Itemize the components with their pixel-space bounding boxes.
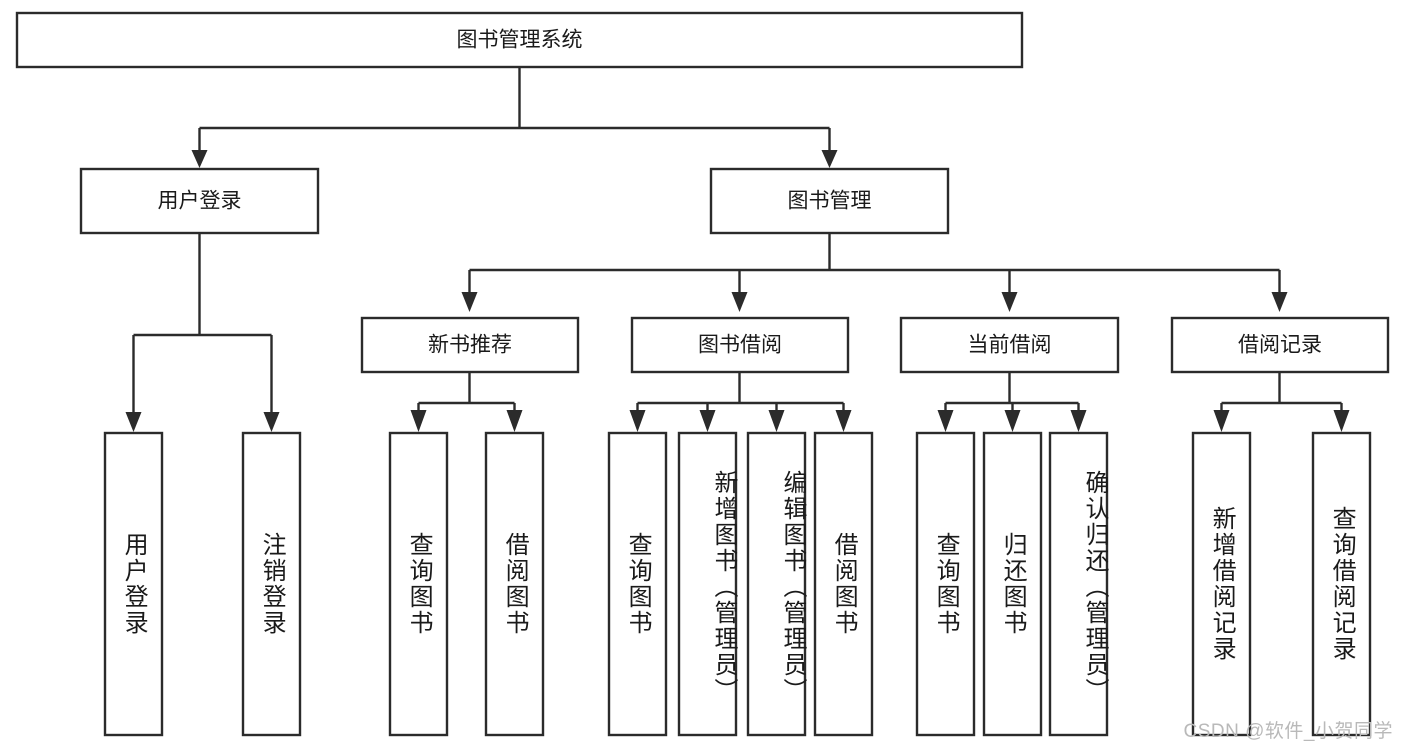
node-root[interactable]: 图书管理系统 bbox=[15, 11, 1024, 69]
arrow-head-current-borrow bbox=[1001, 292, 1018, 312]
node-user-login[interactable]: 用户登录 bbox=[79, 167, 320, 235]
node-leaf-query-book-1-box[interactable] bbox=[388, 431, 449, 737]
node-borrow-record-label: 借阅记录 bbox=[1238, 334, 1322, 357]
arrow-head-leaf-query-book-3 bbox=[937, 410, 954, 432]
node-current-borrow-label: 当前借阅 bbox=[968, 334, 1052, 357]
node-leaf-borrow-book-2-box[interactable] bbox=[813, 431, 874, 737]
node-borrow-record-box[interactable] bbox=[1170, 316, 1390, 374]
arrow-head-book-borrow bbox=[731, 292, 748, 312]
csdn-watermark: CSDN @软件_小贺同学 bbox=[1183, 721, 1393, 742]
arrow-head-leaf-edit-book bbox=[768, 410, 785, 432]
arrow-head-new-book-recommend bbox=[461, 292, 478, 312]
arrow-head-leaf-logout-login bbox=[263, 412, 280, 432]
node-user-login-label: 用户登录 bbox=[158, 190, 242, 213]
node-leaf-logout-login-box[interactable] bbox=[241, 431, 302, 737]
node-leaf-edit-book-box[interactable] bbox=[746, 431, 807, 737]
node-leaf-add-book-box[interactable] bbox=[677, 431, 738, 737]
node-leaf-return-book-box[interactable] bbox=[982, 431, 1043, 737]
arrow-head-leaf-query-record bbox=[1333, 410, 1350, 432]
arrow-head-leaf-user-login bbox=[125, 412, 142, 432]
connector-layer bbox=[125, 67, 1350, 432]
node-root-label: 图书管理系统 bbox=[457, 29, 583, 52]
arrow-head-leaf-query-book-2 bbox=[629, 410, 646, 432]
leaf-box-layer bbox=[103, 431, 1372, 737]
arrow-head-leaf-query-book-1 bbox=[410, 410, 427, 432]
node-new-book-recommend-box[interactable] bbox=[360, 316, 580, 374]
node-root-box[interactable] bbox=[15, 11, 1024, 69]
arrow-head-leaf-borrow-book-1 bbox=[506, 410, 523, 432]
node-new-book-recommend[interactable]: 新书推荐 bbox=[360, 316, 580, 374]
node-current-borrow-box[interactable] bbox=[899, 316, 1120, 374]
node-leaf-query-record-box[interactable] bbox=[1311, 431, 1372, 737]
node-leaf-borrow-book-1-box[interactable] bbox=[484, 431, 545, 737]
node-leaf-confirm-return-box[interactable] bbox=[1048, 431, 1109, 737]
node-book-management-box[interactable] bbox=[709, 167, 950, 235]
arrow-head-leaf-return-book bbox=[1004, 410, 1021, 432]
node-user-login-box[interactable] bbox=[79, 167, 320, 235]
node-new-book-recommend-label: 新书推荐 bbox=[428, 334, 512, 357]
arrow-head-leaf-add-book bbox=[699, 410, 716, 432]
arrow-head-leaf-add-record bbox=[1213, 410, 1230, 432]
node-leaf-add-record-box[interactable] bbox=[1191, 431, 1252, 737]
node-book-management-label: 图书管理 bbox=[788, 190, 872, 213]
arrow-head-leaf-confirm-return bbox=[1070, 410, 1087, 432]
arrow-head-leaf-borrow-book-2 bbox=[835, 410, 852, 432]
node-book-borrow-label: 图书借阅 bbox=[698, 334, 782, 357]
node-leaf-query-book-3-box[interactable] bbox=[915, 431, 976, 737]
arrow-head-user-login bbox=[191, 150, 208, 168]
node-book-borrow-box[interactable] bbox=[630, 316, 850, 374]
arrow-head-book-management bbox=[821, 150, 838, 168]
node-borrow-record[interactable]: 借阅记录 bbox=[1170, 316, 1390, 374]
node-book-borrow[interactable]: 图书借阅 bbox=[630, 316, 850, 374]
arrow-head-borrow-record bbox=[1271, 292, 1288, 312]
node-book-management[interactable]: 图书管理 bbox=[709, 167, 950, 235]
node-leaf-query-book-2-box[interactable] bbox=[607, 431, 668, 737]
node-leaf-user-login-box[interactable] bbox=[103, 431, 164, 737]
node-current-borrow[interactable]: 当前借阅 bbox=[899, 316, 1120, 374]
